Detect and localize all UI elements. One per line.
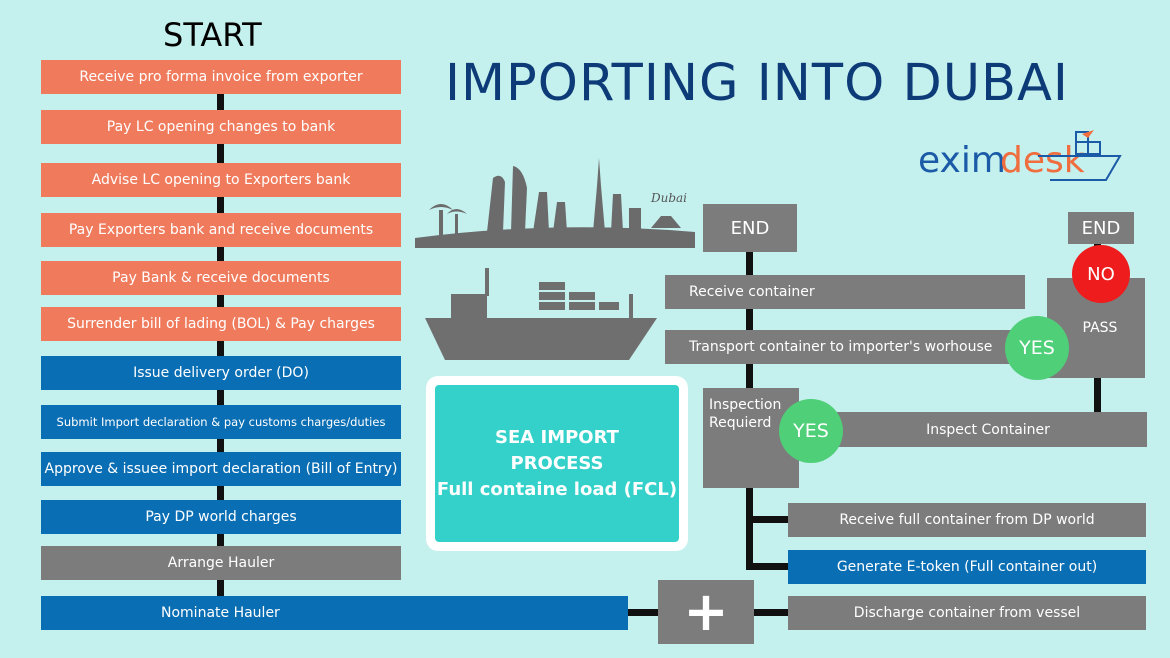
step-receive-proforma: Receive pro forma invoice from exporter (41, 60, 401, 94)
receive-container-box: Receive container (665, 275, 1025, 309)
end-box-right: END (1068, 212, 1134, 244)
plus-junction: + (658, 580, 754, 644)
logo-text-exim: exim (918, 140, 1006, 181)
connector-receive-transport (746, 308, 753, 330)
connector-to-etoken (746, 563, 788, 570)
connector-end-left (746, 252, 753, 276)
connector-plus-discharge (754, 609, 788, 616)
sea-import-process-box: SEA IMPORT PROCESS Full containe load (F… (426, 376, 688, 551)
connector-to-receive-full (746, 516, 788, 523)
end-box-left: END (703, 204, 797, 252)
connector-transport-inspection (746, 364, 753, 388)
yes-badge-transport: YES (1005, 316, 1069, 380)
eximdesk-logo: exim desk (918, 126, 1128, 188)
skyline-label: Dubai (650, 191, 687, 205)
connector-nominate-plus (628, 609, 658, 616)
logo-text-desk: desk (1000, 140, 1085, 181)
inspection-required-label: Inspection Requierd (709, 397, 782, 431)
discharge-container-box: Discharge container from vessel (788, 596, 1146, 630)
step-pay-dp-world: Pay DP world charges (41, 500, 401, 534)
sea-import-line3: Full containe load (FCL) (436, 478, 678, 500)
sea-import-line1: SEA IMPORT (495, 426, 619, 448)
inspect-container-box: Inspect Container (799, 412, 1147, 447)
step-advise-lc: Advise LC opening to Exporters bank (41, 163, 401, 197)
step-arrange-hauler: Arrange Hauler (41, 546, 401, 580)
step-submit-declaration: Submit Import declaration & pay customs … (41, 405, 401, 439)
no-badge: NO (1072, 245, 1130, 303)
logo-ship-icon (1038, 130, 1122, 181)
connector-inspection-down (746, 488, 753, 570)
yes-badge-inspection: YES (779, 399, 843, 463)
step-pay-bank: Pay Bank & receive documents (41, 261, 401, 295)
step-pay-exporters-bank: Pay Exporters bank and receive documents (41, 213, 401, 247)
step-approve-declaration: Approve & issuee import declaration (Bil… (41, 452, 401, 486)
connector-pass-inspect (1094, 378, 1101, 412)
sea-import-line2: PROCESS (510, 452, 604, 474)
cargo-ship-icon (425, 268, 657, 360)
generate-etoken-box: Generate E-token (Full container out) (788, 550, 1146, 584)
transport-container-box: Transport container to importer's worhou… (665, 330, 1045, 364)
start-label: START (163, 16, 262, 54)
step-nominate-hauler: Nominate Hauler (41, 596, 628, 630)
page-title: IMPORTING INTO DUBAI (445, 54, 1069, 113)
step-surrender-bol: Surrender bill of lading (BOL) & Pay cha… (41, 307, 401, 341)
step-issue-do: Issue delivery order (DO) (41, 356, 401, 390)
dubai-skyline-icon: Dubai (415, 158, 695, 248)
step-pay-lc-opening: Pay LC opening changes to bank (41, 110, 401, 144)
receive-full-container-box: Receive full container from DP world (788, 503, 1146, 537)
